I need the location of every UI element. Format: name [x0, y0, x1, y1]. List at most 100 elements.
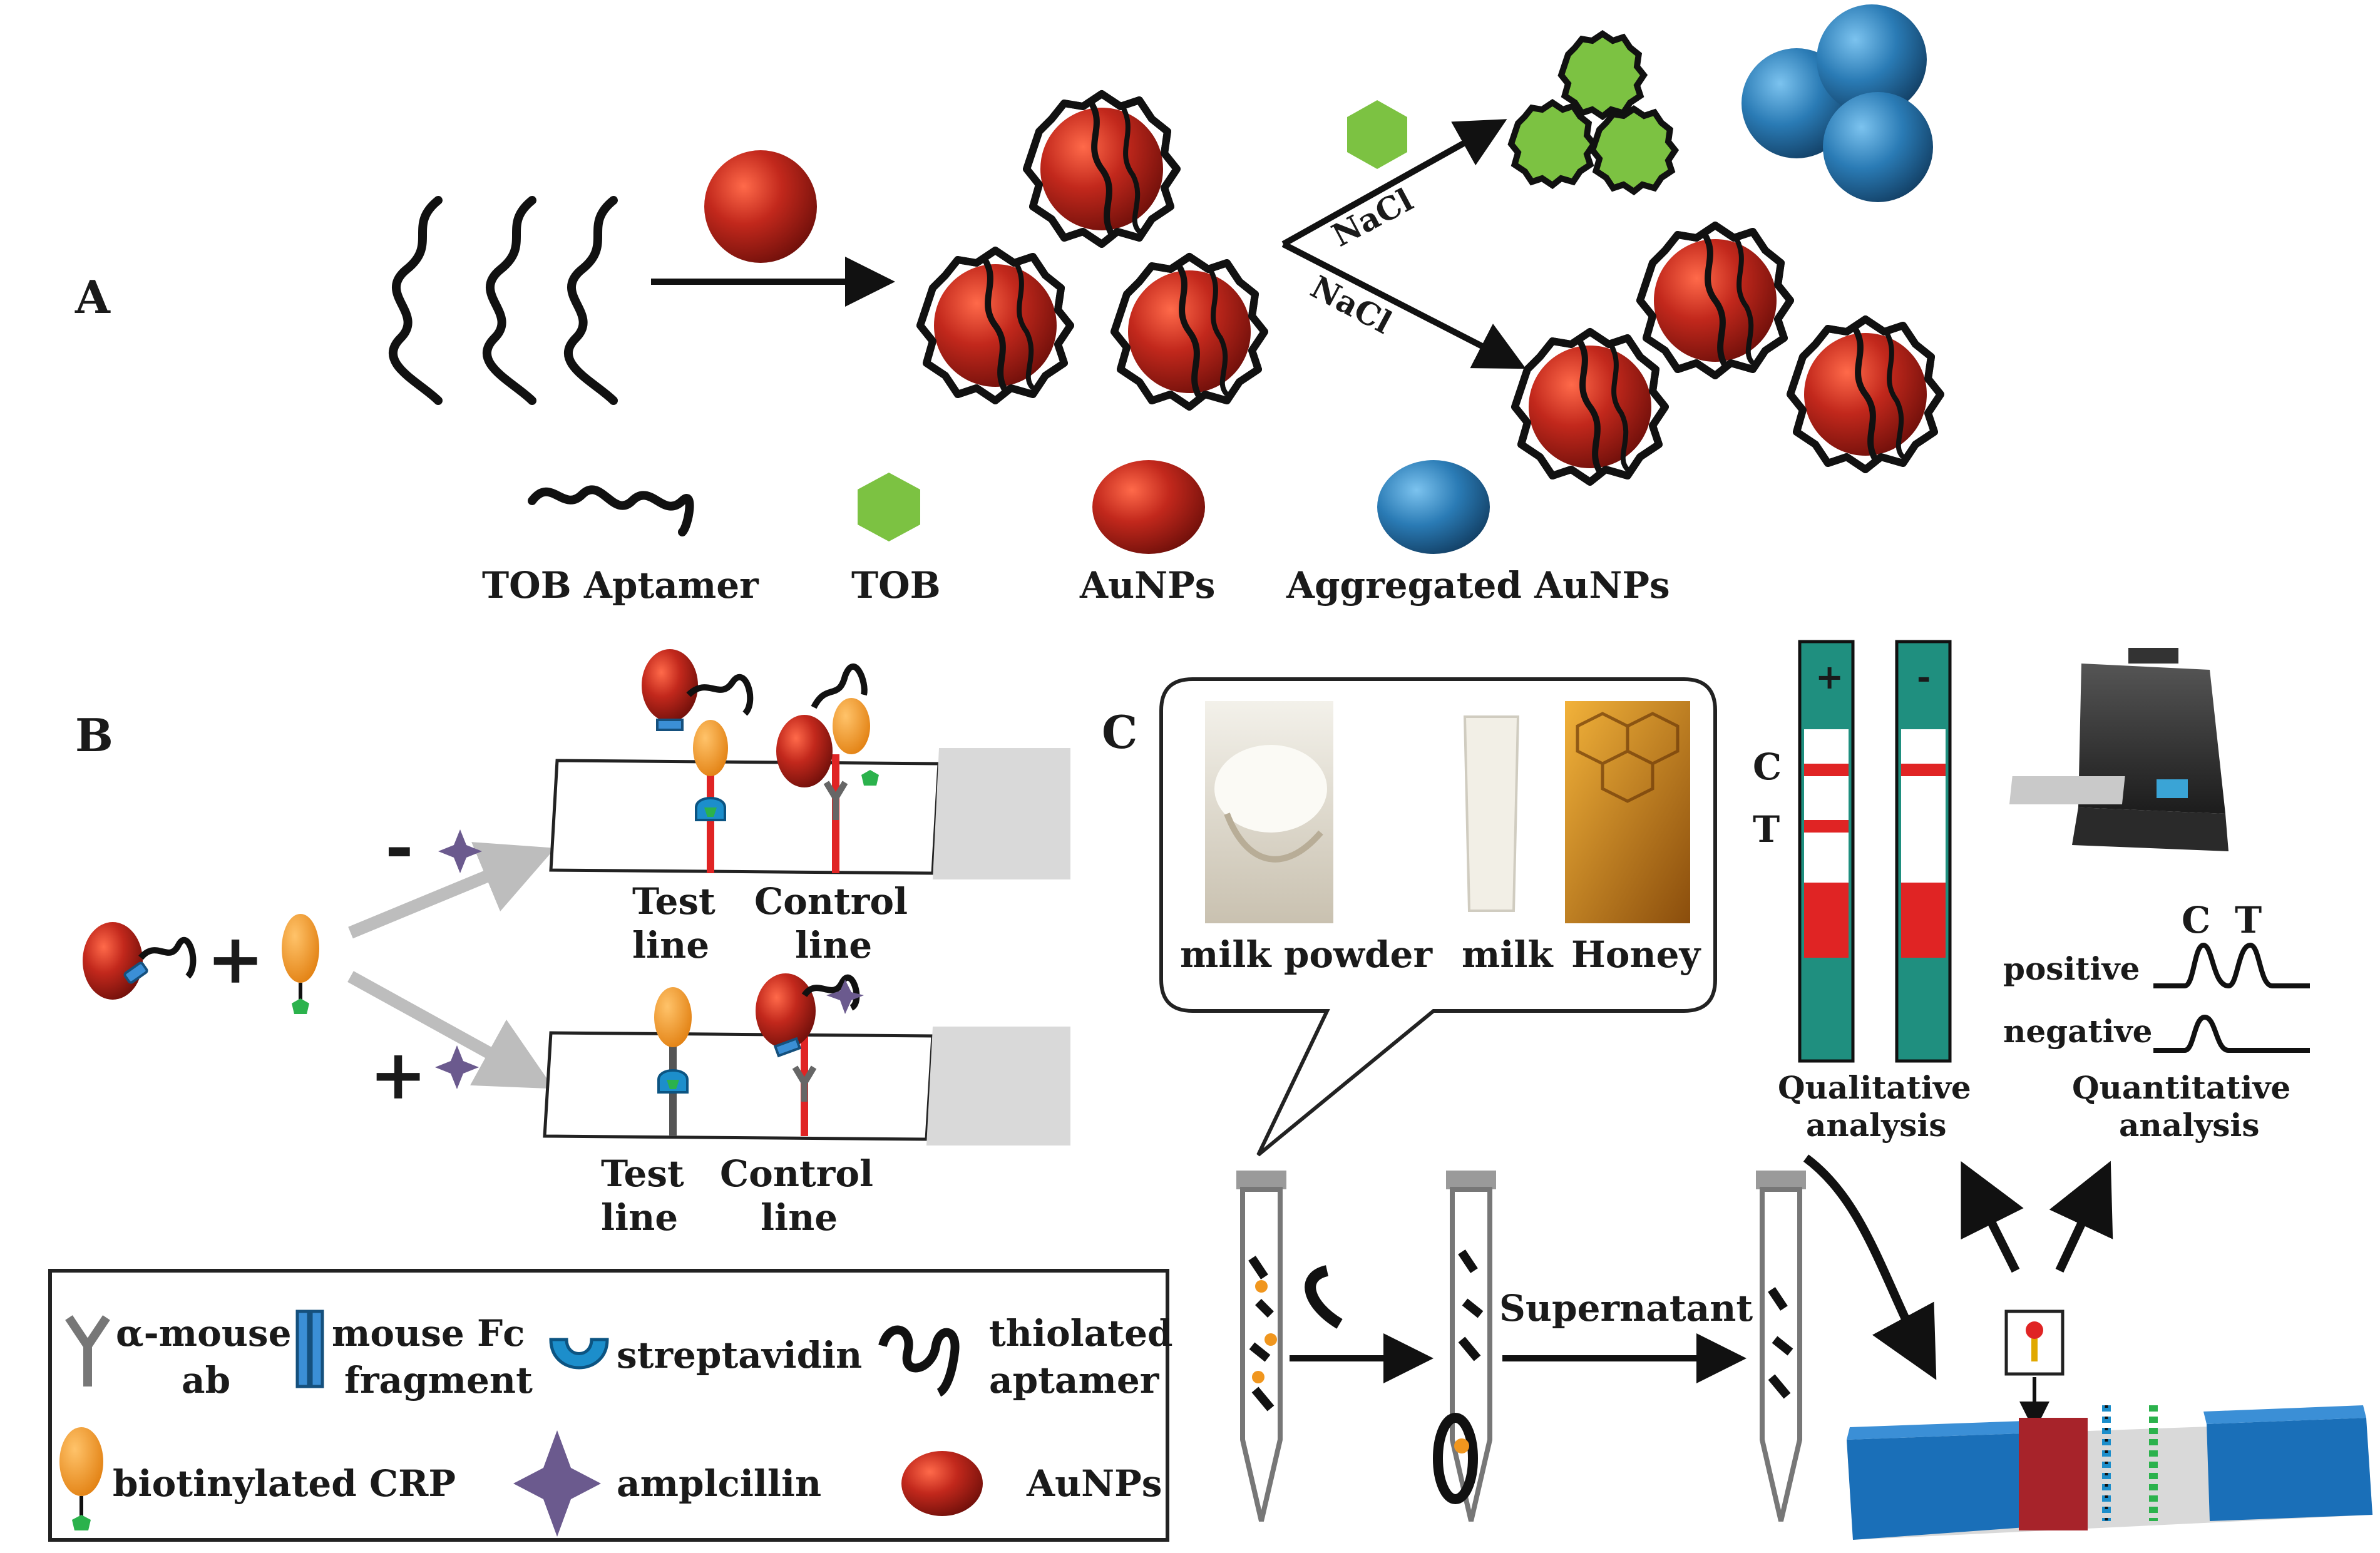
crp-probe: [282, 914, 319, 983]
combine-plus: +: [207, 918, 264, 999]
strip-sign-positive: +: [1815, 657, 1844, 697]
strip-reader-device: [2009, 648, 2229, 851]
legend-aptamer-1: thiolated: [989, 1312, 1173, 1355]
ampicillin-star: [435, 1045, 479, 1089]
panel-a: A NaCl NaCl: [74, 4, 1941, 607]
legend-aptamer-2: aptamer: [989, 1359, 1160, 1402]
legend-streptavidin: streptavidin: [617, 1334, 862, 1376]
legend-crp: biotinylated CRP: [113, 1462, 456, 1505]
arrow-to-qualitative: [1961, 1161, 2024, 1273]
strip2-test-line1: Test: [601, 1152, 684, 1195]
coated-aunp: [1640, 225, 1790, 376]
arrow-down-branch: [1281, 241, 1526, 369]
coated-aunp: [1114, 257, 1264, 407]
lateral-flow-strip: [1847, 1405, 2372, 1540]
streptavidin-icon: [549, 1338, 609, 1370]
quantitative-line2: analysis: [2119, 1107, 2260, 1144]
aptamer-legend-symbol: [528, 485, 694, 536]
honey-photo: [1565, 701, 1690, 923]
aggregated-aunps: [1741, 4, 1933, 202]
sign-minus: -: [385, 806, 414, 886]
qualitative-line1: Qualitative: [1778, 1069, 1971, 1106]
panel-c: C milk powder milk Honey: [1102, 640, 2372, 1540]
panel-c-label: C: [1102, 705, 1137, 759]
peak-label-t: T: [2235, 899, 2262, 941]
aptamer-strands: [389, 196, 618, 405]
legend-label-tob: TOB: [851, 564, 941, 607]
strip2-test-line2: line: [601, 1196, 678, 1239]
arrow-negative-branch: [348, 842, 555, 939]
sample-milk-powder: milk powder: [1180, 933, 1433, 976]
sample-tube-3: [1756, 1171, 1806, 1522]
strip-negative-result: [1895, 640, 1952, 1063]
panel-b-legend: α-mouse ab mouse Fc fragment streptavidi…: [48, 1269, 1173, 1542]
ampicillin-icon: [513, 1430, 601, 1537]
strip1-test-line1: Test: [632, 880, 716, 923]
legend-box: [48, 1269, 1169, 1542]
centrifuge-icon: [1305, 1265, 1343, 1329]
qualitative-line2: analysis: [1806, 1107, 1947, 1144]
thiolated-aptamer-icon: [878, 1325, 960, 1397]
thiolated-aptamer-probe: [138, 936, 197, 979]
coated-aunp: [1790, 319, 1941, 469]
aunp-legend-symbol: [1092, 460, 1205, 554]
aunp-probe: [83, 922, 143, 1000]
sign-plus: +: [369, 1034, 427, 1115]
test-strip-positive: [543, 973, 1070, 1146]
legend-antibody-1: α-mouse: [116, 1312, 291, 1355]
crp-icon: [59, 1427, 103, 1496]
biotin-tag: [292, 998, 309, 1014]
strip-label-t: T: [1753, 808, 1780, 851]
sample-honey: Honey: [1571, 933, 1702, 976]
strip2-control-line2: line: [761, 1196, 838, 1239]
milk-glass-photo: [1459, 710, 1524, 917]
positive-trace: [2153, 942, 2310, 989]
supernatant-label: Supernatant: [1499, 1287, 1753, 1330]
legend-label-aptamer: TOB Aptamer: [482, 564, 759, 607]
coated-aunp: [1027, 94, 1177, 244]
drop-head: [2026, 1321, 2043, 1339]
coated-aunp: [1515, 332, 1665, 482]
aggregated-legend-symbol: [1377, 460, 1490, 554]
tob-hexagon: [1347, 100, 1407, 169]
panel-b: B + - +: [48, 649, 1173, 1542]
strip1-test-line2: line: [632, 924, 709, 966]
arrow-positive-branch: [347, 971, 555, 1089]
peak-label-c: C: [2182, 899, 2210, 941]
strip-label-c: C: [1753, 746, 1782, 788]
tob-legend-symbol: [858, 473, 920, 541]
test-strip-negative: [549, 649, 1070, 879]
tob-bound-cluster: [1507, 30, 1680, 196]
sample-tube-1: [1236, 1171, 1286, 1522]
biotin-icon: [72, 1515, 91, 1530]
legend-ampicillin: amplcillin: [617, 1462, 821, 1505]
fc-fragment-icon: [295, 1310, 310, 1388]
sample-milk: milk: [1462, 933, 1554, 976]
panel-b-label: B: [75, 709, 113, 762]
arrow-to-quantitative: [2049, 1161, 2113, 1273]
panel-a-label: A: [74, 270, 111, 324]
fc-fragment-icon: [309, 1310, 324, 1388]
sample-tube-2: [1433, 1171, 1496, 1522]
strip-sign-negative: -: [1917, 657, 1931, 697]
fc-fragment: [123, 961, 148, 984]
strip1-control-line1: Control: [754, 880, 908, 923]
milk-powder-photo: [1205, 701, 1333, 923]
legend-fc-1: mouse Fc: [332, 1312, 525, 1355]
strip1-control-line2: line: [795, 924, 872, 966]
legend-label-aunps: AuNPs: [1079, 564, 1215, 607]
coated-aunp: [920, 250, 1070, 401]
gold-nanoparticle: [704, 150, 817, 263]
arrow-to-strip: [1803, 1154, 1937, 1380]
legend-label-aggregated: Aggregated AuNPs: [1286, 564, 1670, 607]
legend-fc-2: fragment: [344, 1359, 533, 1402]
negative-label: negative: [2003, 1013, 2152, 1050]
strip2-control-line1: Control: [720, 1152, 873, 1195]
positive-label: positive: [2003, 950, 2140, 987]
antibody-icon: [65, 1315, 110, 1386]
negative-trace: [2153, 1014, 2310, 1053]
arrow-up-branch: [1281, 119, 1507, 247]
aunp-icon: [901, 1451, 983, 1516]
ampicillin-star: [438, 829, 482, 873]
